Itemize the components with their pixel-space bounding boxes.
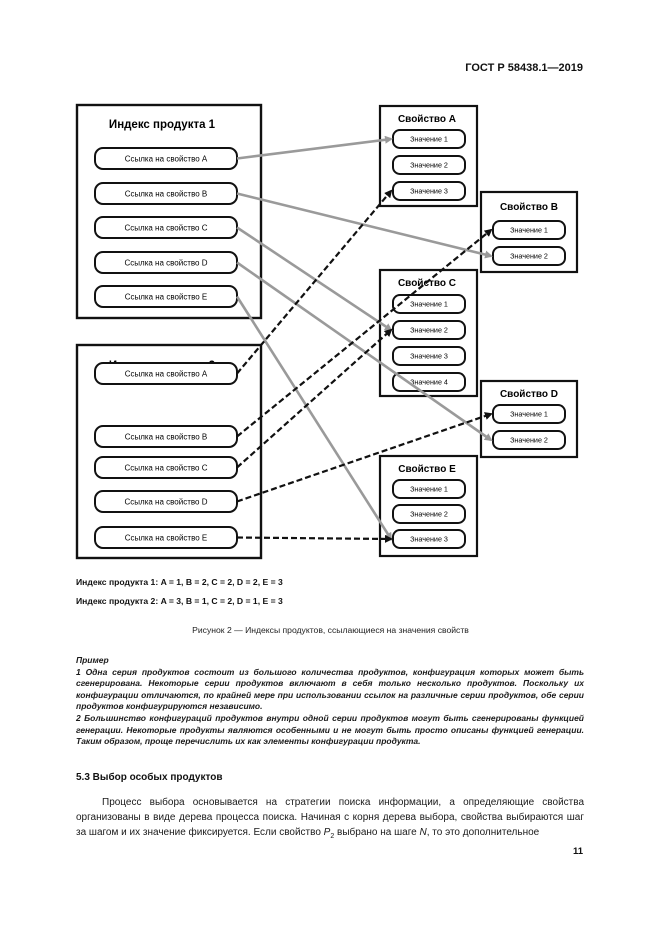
svg-text:Ссылка на свойство E: Ссылка на свойство E (125, 292, 208, 301)
svg-text:Ссылка на свойство E: Ссылка на свойство E (125, 533, 208, 542)
svg-text:Значение 2: Значение 2 (410, 510, 448, 519)
svg-text:Значение 1: Значение 1 (510, 410, 548, 419)
svg-text:Ссылка на свойство C: Ссылка на свойство C (125, 463, 208, 472)
property-a-value-2: Значение 2 (392, 155, 466, 175)
property-e-value-1: Значение 1 (392, 479, 466, 499)
svg-text:Ссылка на свойство D: Ссылка на свойство D (125, 258, 208, 267)
index2-ref-d: Ссылка на свойство D (94, 490, 238, 513)
svg-text:Значение 2: Значение 2 (510, 436, 548, 445)
product-index-diagram: Индекс продукта 1 Индекс продукта 2 Свой… (75, 103, 579, 560)
index2-ref-e: Ссылка на свойство E (94, 526, 238, 549)
svg-text:Значение 3: Значение 3 (410, 535, 448, 544)
svg-text:Значение 1: Значение 1 (410, 485, 448, 494)
svg-text:Значение 1: Значение 1 (510, 226, 548, 235)
property-c-value-3: Значение 3 (392, 346, 466, 366)
svg-text:Ссылка на свойство B: Ссылка на свойство B (125, 189, 208, 198)
property-c-value-4: Значение 4 (392, 372, 466, 392)
property-c-value-2: Значение 2 (392, 320, 466, 340)
index1-title: Индекс продукта 1 (109, 119, 216, 131)
svg-text:Значение 2: Значение 2 (410, 161, 448, 170)
arrow-index2-b (236, 228, 493, 438)
arrow-index1-c (236, 226, 393, 332)
figure-caption: Рисунок 2 — Индексы продуктов, ссылающие… (192, 625, 469, 635)
index1-ref-b: Ссылка на свойство B (94, 182, 238, 205)
product-index-1: Индекс продукта 1 (75, 103, 263, 320)
standard-header: ГОСТ Р 58438.1—2019 (465, 62, 583, 74)
svg-text:Свойство A: Свойство A (398, 114, 456, 125)
svg-text:Свойство C: Свойство C (398, 278, 456, 289)
svg-text:Значение 1: Значение 1 (410, 300, 448, 309)
svg-text:Свойство B: Свойство B (500, 202, 558, 213)
legend-index-2: Индекс продукта 2: A = 3, B = 1, C = 2, … (76, 596, 283, 606)
example-label: Пример (76, 655, 109, 665)
page-number: 11 (572, 846, 583, 857)
svg-text:Значение 4: Значение 4 (410, 378, 448, 387)
svg-text:Ссылка на свойство B: Ссылка на свойство B (125, 432, 208, 441)
svg-text:Ссылка на свойство A: Ссылка на свойство A (125, 154, 208, 163)
svg-text:Значение 2: Значение 2 (510, 252, 548, 261)
example-paragraph-1: 1 Одна серия продуктов состоит из большо… (76, 666, 584, 712)
arrow-index2-a (236, 189, 393, 375)
property-d-value-1: Значение 1 (492, 404, 566, 424)
property-b-value-2: Значение 2 (492, 246, 566, 266)
svg-text:Значение 2: Значение 2 (410, 326, 448, 335)
example-paragraph-2: 2 Большинство конфигураций продуктов вну… (76, 712, 584, 747)
property-d-value-2: Значение 2 (492, 430, 566, 450)
arrow-index1-e (235, 295, 393, 541)
example-note: Пример 1 Одна серия продуктов состоит из… (76, 655, 584, 748)
index1-ref-d: Ссылка на свойство D (94, 251, 238, 274)
svg-text:Ссылка на свойство D: Ссылка на свойство D (125, 497, 208, 506)
arrow-index2-e (236, 534, 393, 543)
property-e-value-2: Значение 2 (392, 504, 466, 524)
section-heading: 5.3 Выбор особых продуктов (76, 772, 223, 783)
svg-text:Значение 3: Значение 3 (410, 187, 448, 196)
index1-ref-a: Ссылка на свойство A (94, 147, 238, 170)
arrow-index1-a (236, 135, 393, 160)
index2-ref-c: Ссылка на свойство C (94, 456, 238, 479)
index2-ref-b: Ссылка на свойство B (94, 425, 238, 448)
property-b-value-1: Значение 1 (492, 220, 566, 240)
index1-ref-c: Ссылка на свойство C (94, 216, 238, 239)
arrow-index1-b (236, 192, 493, 259)
svg-text:Свойство D: Свойство D (500, 389, 558, 400)
body-paragraph: Процесс выбора основывается на стратегии… (76, 797, 584, 840)
legend-index-1: Индекс продукта 1: A = 1, B = 2, C = 2, … (76, 577, 283, 587)
svg-text:Значение 1: Значение 1 (410, 135, 448, 144)
svg-text:Свойство E: Свойство E (398, 464, 456, 475)
index1-ref-e: Ссылка на свойство E (94, 285, 238, 308)
property-e-value-3: Значение 3 (392, 529, 466, 549)
svg-text:Ссылка на свойство C: Ссылка на свойство C (125, 223, 208, 232)
svg-text:Значение 3: Значение 3 (410, 352, 448, 361)
property-c-value-1: Значение 1 (392, 294, 466, 314)
arrow-index1-d (236, 261, 493, 442)
property-a-value-3: Значение 3 (392, 181, 466, 201)
arrow-index2-c (236, 328, 393, 469)
index2-ref-a: Ссылка на свойство A (94, 362, 238, 385)
svg-text:Ссылка на свойство A: Ссылка на свойство A (125, 369, 208, 378)
property-a-value-1: Значение 1 (392, 129, 466, 149)
